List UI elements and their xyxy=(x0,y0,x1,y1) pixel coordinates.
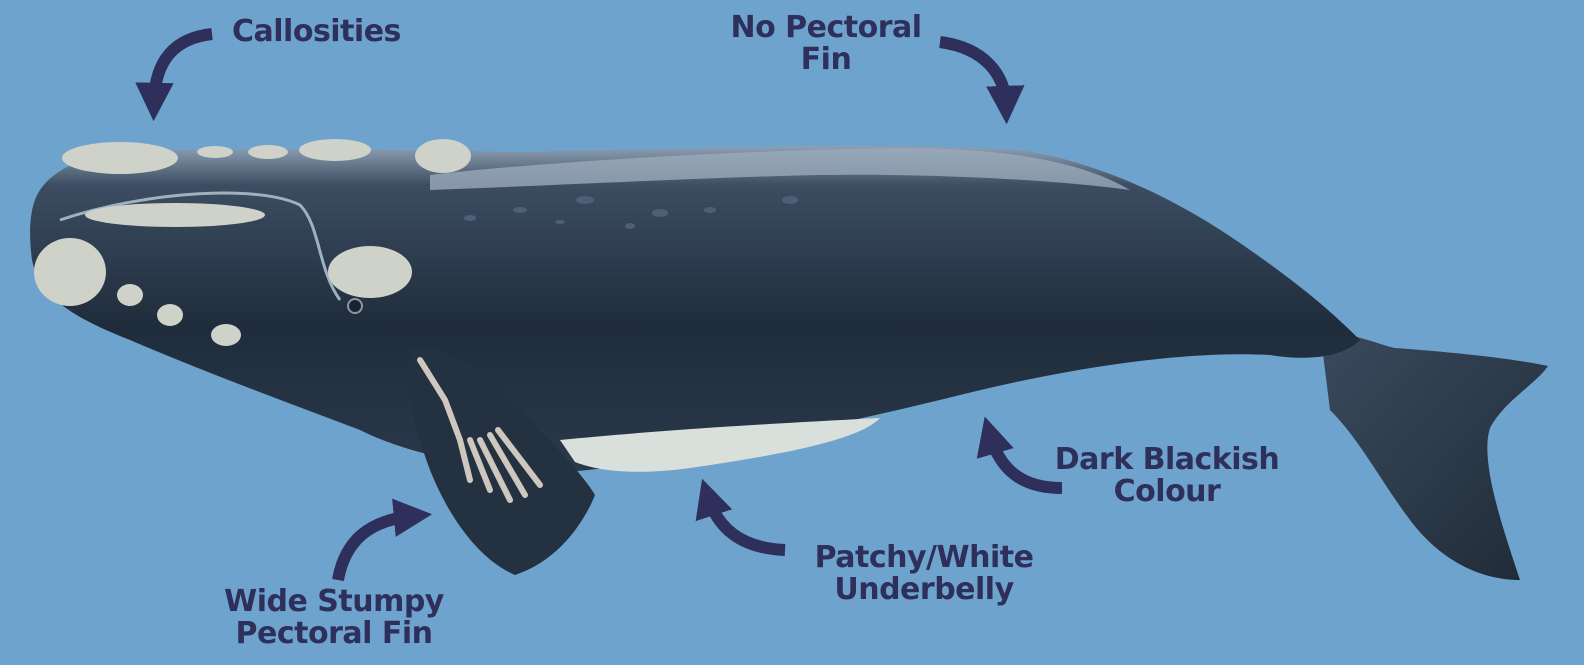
tail-fluke xyxy=(1320,330,1548,580)
whale-eye xyxy=(348,299,362,313)
label-callosities: Callosities xyxy=(232,16,401,48)
label-no-pectoral-fin-line2: Fin xyxy=(716,44,936,76)
label-patchy-white-underbelly: Patchy/White Underbelly xyxy=(796,542,1052,606)
label-no-pectoral-fin-line1: No Pectoral xyxy=(716,12,936,44)
patchy-white-arrow xyxy=(708,497,785,550)
label-patchy-white-line1: Patchy/White xyxy=(796,542,1052,574)
label-dark-blackish-colour: Dark Blackish Colour xyxy=(1044,444,1290,508)
no-pectoral-fin-arrow xyxy=(940,42,1006,105)
label-patchy-white-line2: Underbelly xyxy=(796,574,1052,606)
right-whale-illustration xyxy=(30,139,1548,580)
label-wide-stumpy-pectoral-fin: Wide Stumpy Pectoral Fin xyxy=(214,586,454,650)
label-wide-stumpy-line1: Wide Stumpy xyxy=(214,586,454,618)
label-callosities-line1: Callosities xyxy=(232,16,401,48)
whale-body xyxy=(30,146,1360,472)
wide-stumpy-arrow xyxy=(338,516,413,580)
label-dark-blackish-line2: Colour xyxy=(1044,476,1290,508)
callosities-arrow xyxy=(154,34,212,102)
label-dark-blackish-line1: Dark Blackish xyxy=(1044,444,1290,476)
label-wide-stumpy-line2: Pectoral Fin xyxy=(214,618,454,650)
label-no-pectoral-fin: No Pectoral Fin xyxy=(716,12,936,76)
